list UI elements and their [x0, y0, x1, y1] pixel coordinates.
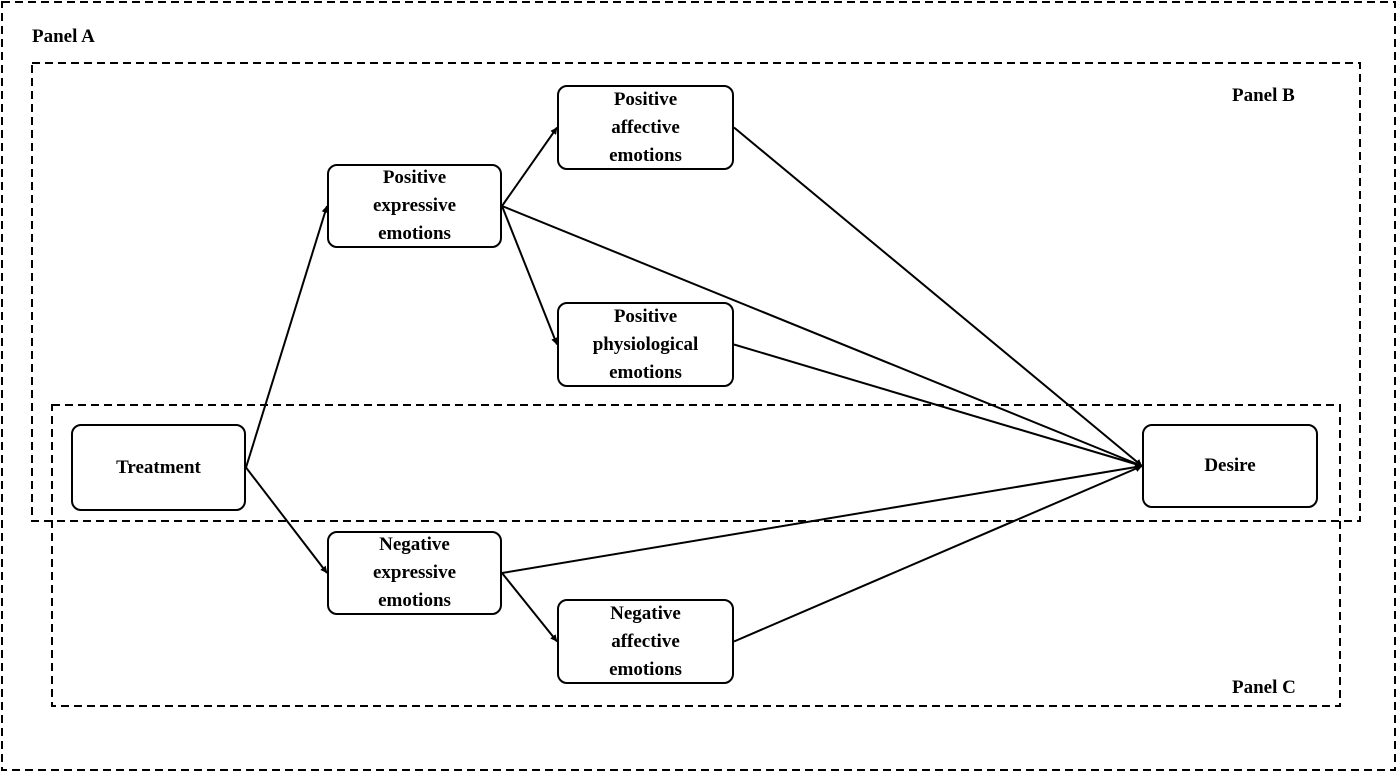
- positive-affective-emotions-label: Positive affective emotions: [609, 88, 682, 166]
- positive-expressive-emotions-node: Positive expressive emotions: [327, 164, 502, 248]
- edge-group: [245, 126, 1143, 643]
- edge-pos-expressive-to-pos-affective: [501, 126, 558, 207]
- edge-treatment-to-neg-expressive: [245, 466, 328, 574]
- edge-neg-expressive-to-desire: [501, 463, 1143, 574]
- panel-b-label: Panel B: [1232, 85, 1295, 106]
- positive-physiological-emotions-node: Positive physiological emotions: [557, 302, 734, 387]
- edge-pos-affective-to-desire: [733, 126, 1143, 467]
- edge-treatment-to-pos-expressive: [245, 205, 329, 468]
- positive-expressive-emotions-label: Positive expressive emotions: [372, 167, 457, 244]
- edge-pos-physiological-to-desire: [733, 343, 1143, 468]
- desire-label: Desire: [1204, 455, 1256, 476]
- treatment-node: Treatment: [71, 424, 246, 511]
- edge-neg-expressive-to-neg-affective: [501, 572, 558, 643]
- edge-pos-expressive-to-pos-physiological: [501, 205, 558, 345]
- panel-b-border: [31, 62, 1361, 522]
- negative-expressive-emotions-node: Negative expressive emotions: [327, 531, 502, 615]
- positive-physiological-emotions-label: Positive physiological emotions: [592, 305, 699, 383]
- negative-expressive-emotions-label: Negative expressive emotions: [372, 534, 457, 611]
- treatment-label: Treatment: [116, 456, 201, 478]
- desire-node: Desire: [1142, 424, 1318, 508]
- panel-c-label: Panel C: [1232, 677, 1296, 698]
- negative-affective-emotions-label: Negative affective emotions: [609, 602, 682, 680]
- positive-affective-emotions-node: Positive affective emotions: [557, 85, 734, 170]
- edge-neg-affective-to-desire: [733, 465, 1143, 643]
- negative-affective-emotions-node: Negative affective emotions: [557, 599, 734, 684]
- panel-a-label: Panel A: [32, 26, 95, 47]
- edge-pos-expressive-to-desire: [501, 205, 1143, 467]
- panel-c-border: [51, 404, 1341, 707]
